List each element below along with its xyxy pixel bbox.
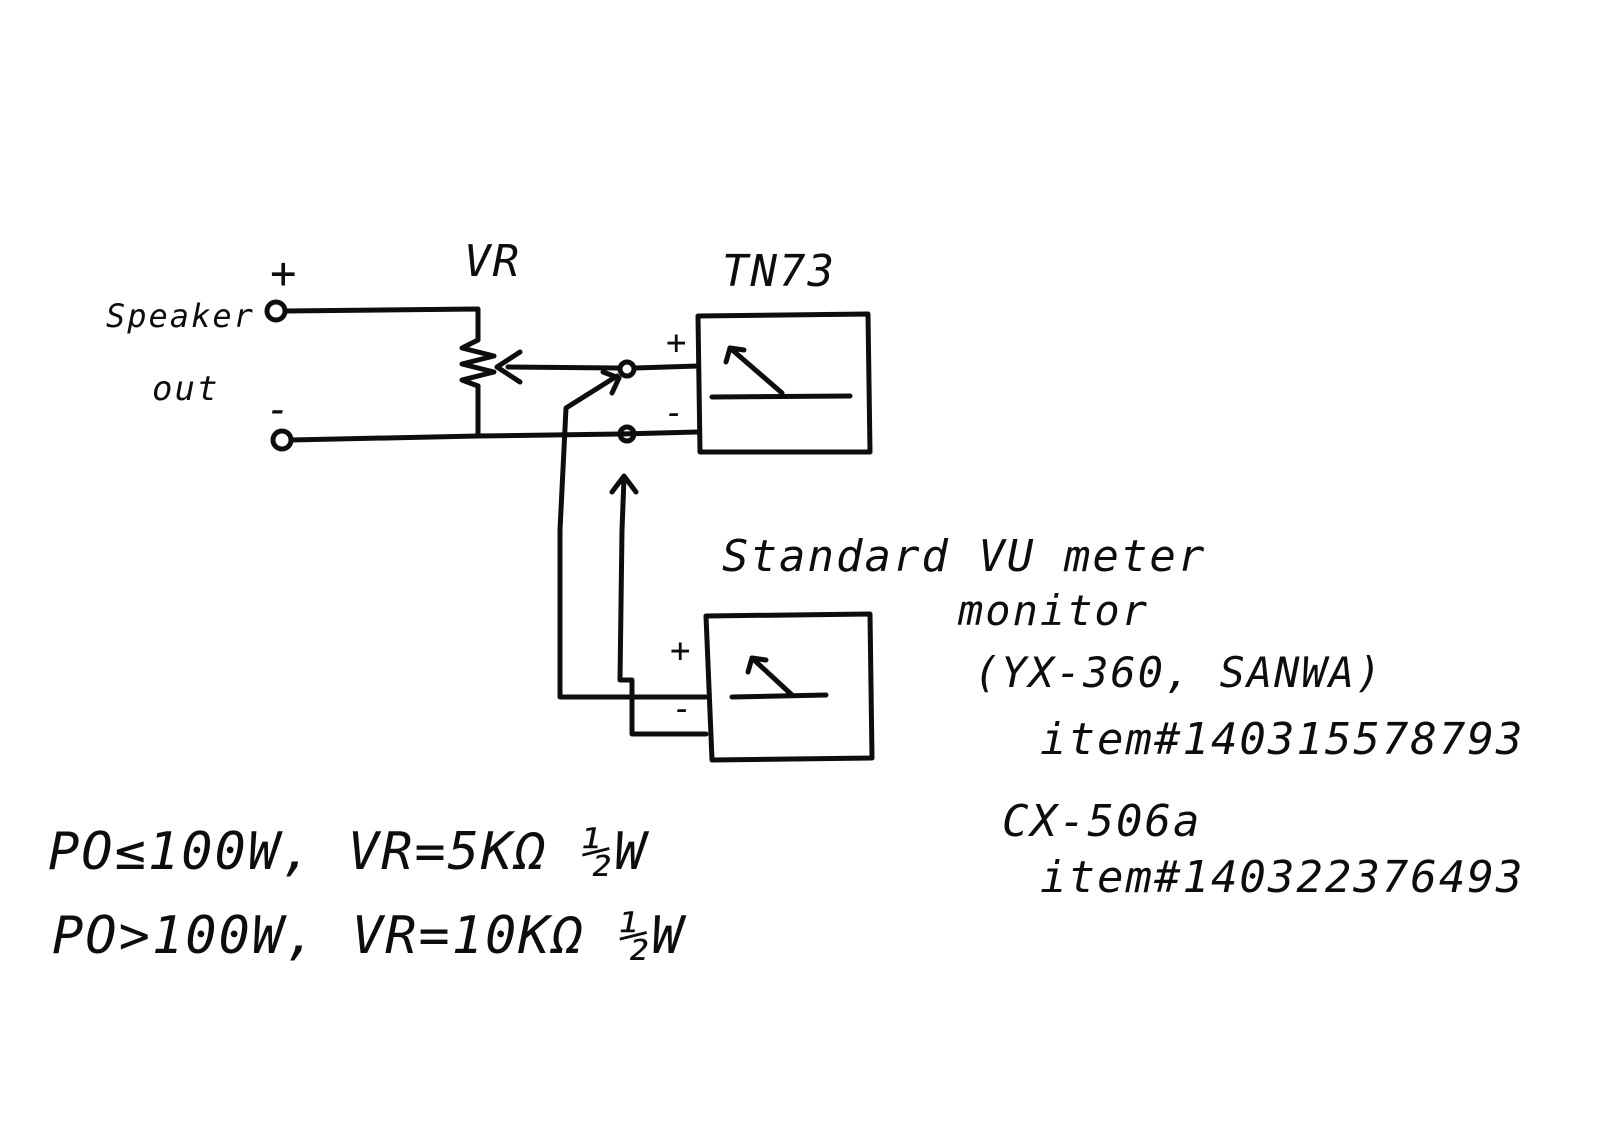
vu-minus-sign: - xyxy=(672,689,695,729)
vu-needle-tip xyxy=(745,655,769,675)
tn73-needle-tip xyxy=(723,345,747,365)
tn73-minus-sign: - xyxy=(664,393,687,433)
vu-item-1: item#140315578793 xyxy=(1040,714,1525,765)
tn73-plus-lead xyxy=(631,363,701,371)
tn73-meter-box xyxy=(695,311,873,455)
vu-meter-scale xyxy=(729,692,829,700)
vu-plus-lead xyxy=(557,373,643,700)
out-label: out xyxy=(152,369,220,409)
vu-meter-needle xyxy=(749,655,795,698)
vu-plus-arrow-head xyxy=(600,369,622,396)
vu-item-2: item#140322376493 xyxy=(1040,852,1525,903)
vu-minus-lead xyxy=(617,475,709,737)
speaker-label: Speaker xyxy=(106,297,255,335)
vu-model-1: (YX-360, SANWA) xyxy=(974,648,1384,697)
vu-meter-box xyxy=(703,611,875,763)
tn73-label: TN73 xyxy=(722,246,836,297)
positive-wire xyxy=(282,306,481,343)
speaker-plus-sign: + xyxy=(270,248,299,299)
speaker-minus-sign: - xyxy=(266,387,293,433)
wiper-wire xyxy=(505,364,621,371)
note-line-1: PO≤100W, VR=5KΩ ½W xyxy=(48,822,648,882)
tn73-meter-scale xyxy=(709,393,853,400)
ground-wire xyxy=(288,429,701,443)
potentiometer-resistor xyxy=(459,337,497,389)
vu-minus-arrow-head xyxy=(609,473,639,495)
vu-meter-subtitle: monitor xyxy=(958,586,1150,635)
vu-plus-sign: + xyxy=(670,631,693,671)
speaker-positive-terminal xyxy=(264,299,288,323)
vu-model-2: CX-506a xyxy=(1002,796,1202,847)
wiper-arrow-head xyxy=(494,349,523,385)
note-line-2: PO>100W, VR=10KΩ ½W xyxy=(52,906,685,966)
tn73-meter-needle xyxy=(727,345,785,396)
minus-node xyxy=(617,424,637,444)
vu-meter-title: Standard VU meter xyxy=(722,531,1207,582)
tn73-plus-sign: + xyxy=(666,323,689,363)
speaker-negative-terminal xyxy=(270,428,294,452)
vr-label: VR xyxy=(464,236,521,287)
